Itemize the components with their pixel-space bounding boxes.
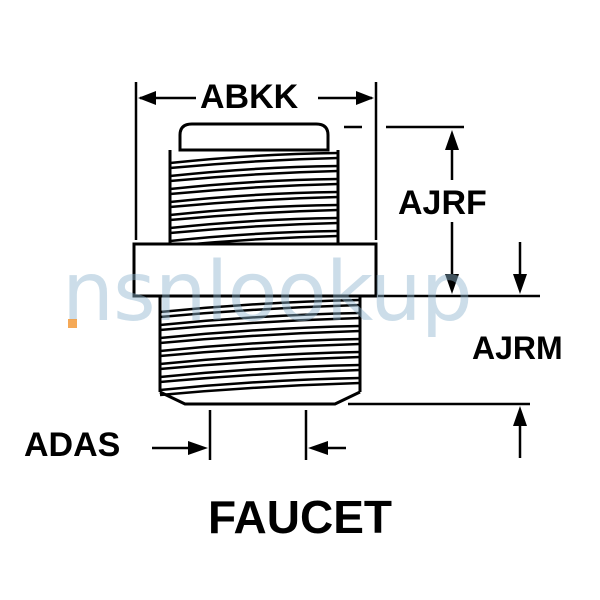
thread-line: [169, 151, 339, 170]
thread-line: [159, 324, 361, 345]
thread-line: [169, 164, 339, 183]
adas-label: ADAS: [24, 426, 121, 464]
thread-line: [169, 203, 339, 222]
thread-line: [159, 298, 361, 319]
flange-body: [132, 242, 378, 298]
watermark-dot: [68, 319, 77, 328]
thread-line: [159, 363, 361, 384]
thread-line: [159, 350, 361, 371]
figure-title: FAUCET: [208, 491, 392, 543]
lower-thread: [158, 296, 362, 406]
thread-line: [159, 376, 361, 397]
watermark-text: nsnlookup: [62, 245, 473, 340]
abkk-label: ABKK: [200, 78, 299, 116]
thread-line: [159, 337, 361, 358]
ajrf-label: AJRF: [398, 184, 487, 222]
thread-line: [169, 190, 339, 209]
thread-line: [159, 311, 361, 332]
ajrm-dimension: [348, 242, 530, 458]
abkk-dimension: [134, 82, 378, 240]
upper-thread: [168, 122, 340, 248]
thread-line: [169, 177, 339, 196]
ajrm-label: AJRM: [472, 330, 563, 366]
adas-dimension: [152, 410, 346, 460]
ajrf-dimension: [344, 125, 540, 298]
thread-line: [169, 216, 339, 235]
